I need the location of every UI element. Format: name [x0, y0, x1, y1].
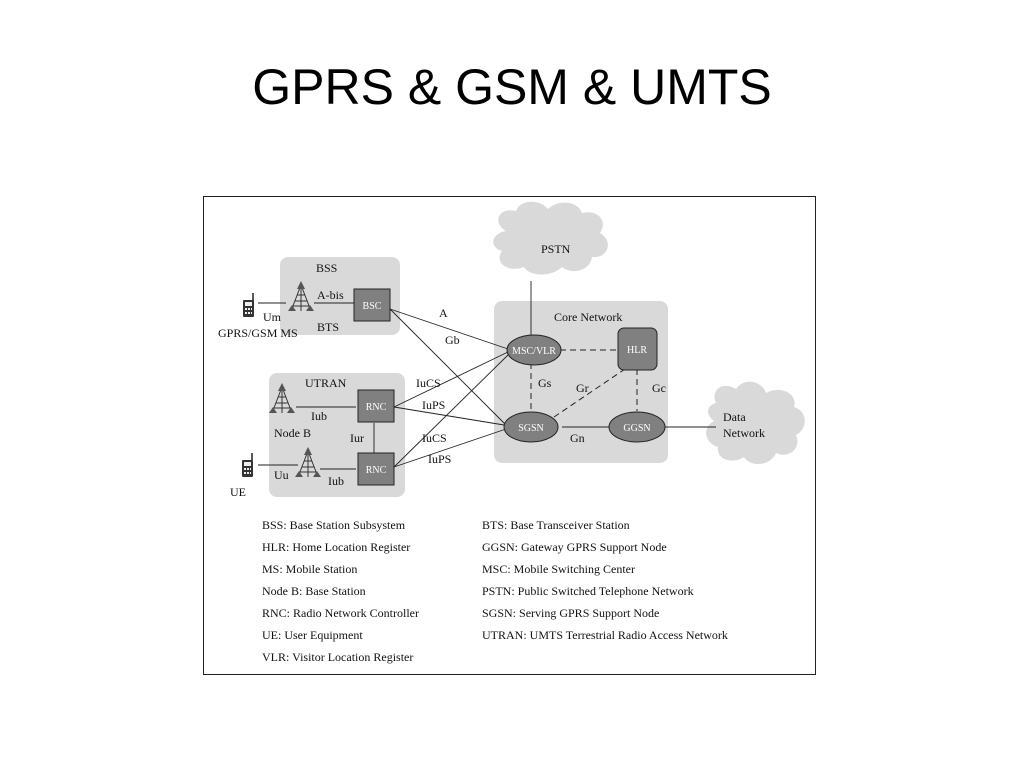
- gr-label: Gr: [576, 381, 589, 395]
- rnc-top-node: [357, 389, 395, 423]
- network-diagram-figure: BSC RNC RNC MSC/VLR HLR SGSN GGSN BSS UT…: [203, 196, 816, 675]
- bsc-node: [353, 288, 391, 322]
- network-diagram: BSC RNC RNC MSC/VLR HLR SGSN GGSN BSS UT…: [218, 201, 805, 499]
- legend-item: PSTN: Public Switched Telephone Network: [482, 584, 694, 598]
- bts-label: BTS: [317, 320, 339, 334]
- links: [258, 281, 716, 470]
- slide-title: GPRS & GSM & UMTS: [252, 59, 772, 115]
- data-network-cloud: [706, 381, 805, 465]
- bss-group-label: BSS: [316, 261, 337, 275]
- msc-vlr-node: [506, 334, 562, 366]
- ggsn-node: [608, 411, 666, 443]
- legend-item: BSS: Base Station Subsystem: [262, 518, 406, 532]
- iucs-top-label: IuCS: [416, 376, 441, 390]
- signaling-links: [530, 349, 638, 418]
- rnc-top-label: RNC: [366, 402, 387, 413]
- iur-label: Iur: [350, 431, 364, 445]
- legend-item: SGSN: Serving GPRS Support Node: [482, 606, 660, 620]
- data-network-label-line1: Data: [723, 410, 746, 424]
- rnc-bottom-node: [357, 452, 395, 486]
- legend-item: VLR: Visitor Location Register: [262, 650, 414, 664]
- a-interface-label: A: [439, 306, 448, 320]
- hlr-node: [617, 327, 658, 371]
- ue-label: UE: [230, 485, 246, 499]
- legend-item: UE: User Equipment: [262, 628, 363, 642]
- gb-label: Gb: [445, 333, 460, 347]
- iups-top-label: IuPS: [422, 398, 445, 412]
- iub-top-label: Iub: [311, 409, 327, 423]
- um-label: Um: [263, 310, 282, 324]
- data-network-label-line2: Network: [723, 426, 765, 440]
- ue-phone-icon: [241, 452, 254, 478]
- gc-label: Gc: [652, 381, 666, 395]
- utran-group-label: UTRAN: [305, 376, 347, 390]
- legend-item: RNC: Radio Network Controller: [262, 606, 419, 620]
- sgsn-node: [503, 411, 559, 443]
- msc-vlr-label: MSC/VLR: [512, 346, 556, 357]
- ms-label: GPRS/GSM MS: [218, 326, 298, 340]
- legend-item: BTS: Base Transceiver Station: [482, 518, 630, 532]
- legend-item: MSC: Mobile Switching Center: [482, 562, 635, 576]
- core-network-label: Core Network: [554, 310, 622, 324]
- node-b-label: Node B: [274, 426, 311, 440]
- legend-item: GGSN: Gateway GPRS Support Node: [482, 540, 667, 554]
- iucs-bottom-label: IuCS: [422, 431, 447, 445]
- hlr-label: HLR: [627, 345, 647, 356]
- sgsn-label: SGSN: [518, 423, 544, 434]
- legend-item: HLR: Home Location Register: [262, 540, 411, 554]
- pstn-label: PSTN: [541, 242, 571, 256]
- ggsn-label: GGSN: [623, 423, 650, 434]
- ms-phone-icon: [242, 292, 255, 318]
- legend-item: Node B: Base Station: [262, 584, 366, 598]
- pstn-cloud: [493, 201, 608, 275]
- legend-left-column: BSS: Base Station Subsystem HLR: Home Lo…: [262, 514, 419, 668]
- gs-label: Gs: [538, 376, 552, 390]
- a-bis-label: A-bis: [317, 288, 344, 302]
- uu-label: Uu: [274, 468, 289, 482]
- iub-bottom-label: Iub: [328, 474, 344, 488]
- bsc-label: BSC: [363, 301, 382, 312]
- legend-item: MS: Mobile Station: [262, 562, 358, 576]
- rnc-bottom-label: RNC: [366, 465, 387, 476]
- gn-label: Gn: [570, 431, 585, 445]
- iups-bottom-label: IuPS: [428, 452, 451, 466]
- legend-right-column: BTS: Base Transceiver Station GGSN: Gate…: [482, 514, 728, 646]
- legend-item: UTRAN: UMTS Terrestrial Radio Access Net…: [482, 628, 728, 642]
